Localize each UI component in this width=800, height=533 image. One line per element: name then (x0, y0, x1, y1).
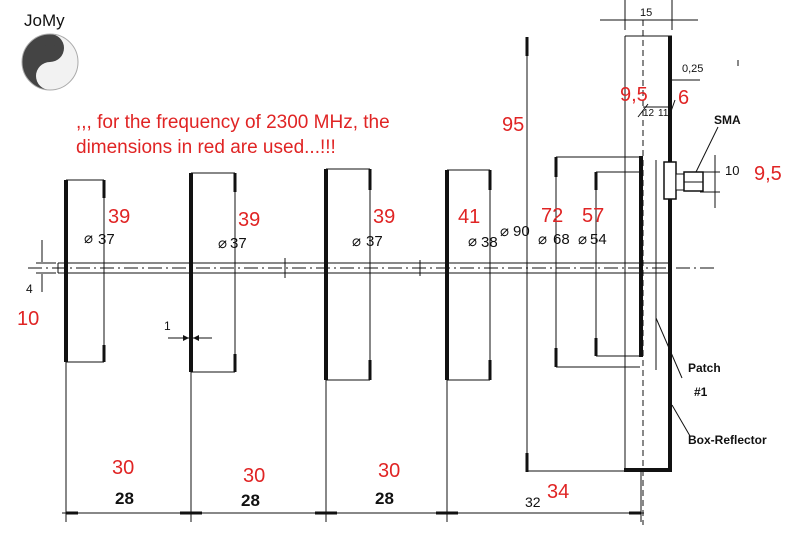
element-6-dia-symbol: ⌀ (578, 231, 587, 248)
logo-name: JoMy (24, 11, 65, 30)
spacing-1-red: 30 (112, 457, 134, 479)
element-5-red-dia: 72 (541, 205, 563, 227)
element-1-dia-symbol: ⌀ (84, 230, 93, 247)
feed-red-9-5: 9,5 (620, 84, 648, 106)
element-5 (554, 156, 640, 368)
element-6-black-dia: 54 (590, 231, 607, 248)
sma-label: SMA (714, 113, 741, 127)
reflector-depth-15: 15 (640, 7, 652, 19)
boom (28, 258, 715, 278)
element-3-black-dia: 37 (366, 233, 383, 250)
element-3 (324, 168, 372, 381)
element-1 (64, 179, 106, 363)
element-4-red-dia: 41 (458, 206, 480, 228)
gap-0-25: 0,25 (682, 63, 703, 75)
element-2-red-dia: 39 (238, 209, 260, 231)
spacing-2-red: 30 (243, 465, 265, 487)
element-3-dia-symbol: ⌀ (352, 233, 361, 250)
note-line-1: ,,, for the frequency of 2300 MHz, the (76, 112, 390, 133)
element-1-black-dia: 37 (98, 231, 115, 248)
dia-90-value: 90 (513, 223, 530, 240)
sma-dim-10: 10 (725, 163, 739, 178)
height-red-95: 95 (502, 114, 524, 136)
spacing-last-red: 34 (547, 481, 569, 503)
feed-red-6: 6 (678, 87, 689, 109)
spacing-2-black: 28 (241, 491, 260, 510)
box-reflector (624, 35, 672, 472)
dia-90-symbol: ⌀ (500, 223, 509, 240)
element-3-red-dia: 39 (373, 206, 395, 228)
boom-dim-red-10: 10 (17, 308, 39, 330)
element-2-dia-symbol: ⌀ (218, 235, 227, 252)
element-2-black-dia: 37 (230, 235, 247, 252)
element-5-black-dia: 68 (553, 231, 570, 248)
element-4-dia-symbol: ⌀ (468, 233, 477, 250)
element-6 (594, 171, 640, 357)
yin-yang-icon (21, 33, 79, 91)
element-6-red-dia: 57 (582, 205, 604, 227)
patch (639, 20, 657, 525)
element-5-dia-symbol: ⌀ (538, 231, 547, 248)
spacing-1-black: 28 (115, 489, 134, 508)
element-1-red-dia: 39 (108, 206, 130, 228)
box-reflector-label: Box-Reflector (688, 433, 767, 447)
element-2 (189, 172, 237, 373)
boom-dim-4: 4 (26, 282, 33, 296)
sma-connector (663, 161, 704, 200)
height-dim-95 (525, 37, 625, 472)
feed-dim-11: 11 (658, 108, 669, 119)
element-4 (445, 169, 492, 381)
patch-number: #1 (694, 385, 708, 399)
note-line-2: dimensions in red are used...!!! (76, 137, 336, 158)
feed-dim-12: 12 (643, 108, 655, 119)
sma-red-9-5: 9,5 (754, 163, 782, 185)
spacing-last-black: 32 (525, 494, 541, 510)
patch-label: Patch (688, 361, 721, 375)
element-thickness-1: 1 (164, 319, 171, 333)
spacing-dim-line (62, 362, 644, 522)
spacing-3-red: 30 (378, 460, 400, 482)
element-4-black-dia: 38 (481, 234, 498, 251)
spacing-3-black: 28 (375, 489, 394, 508)
